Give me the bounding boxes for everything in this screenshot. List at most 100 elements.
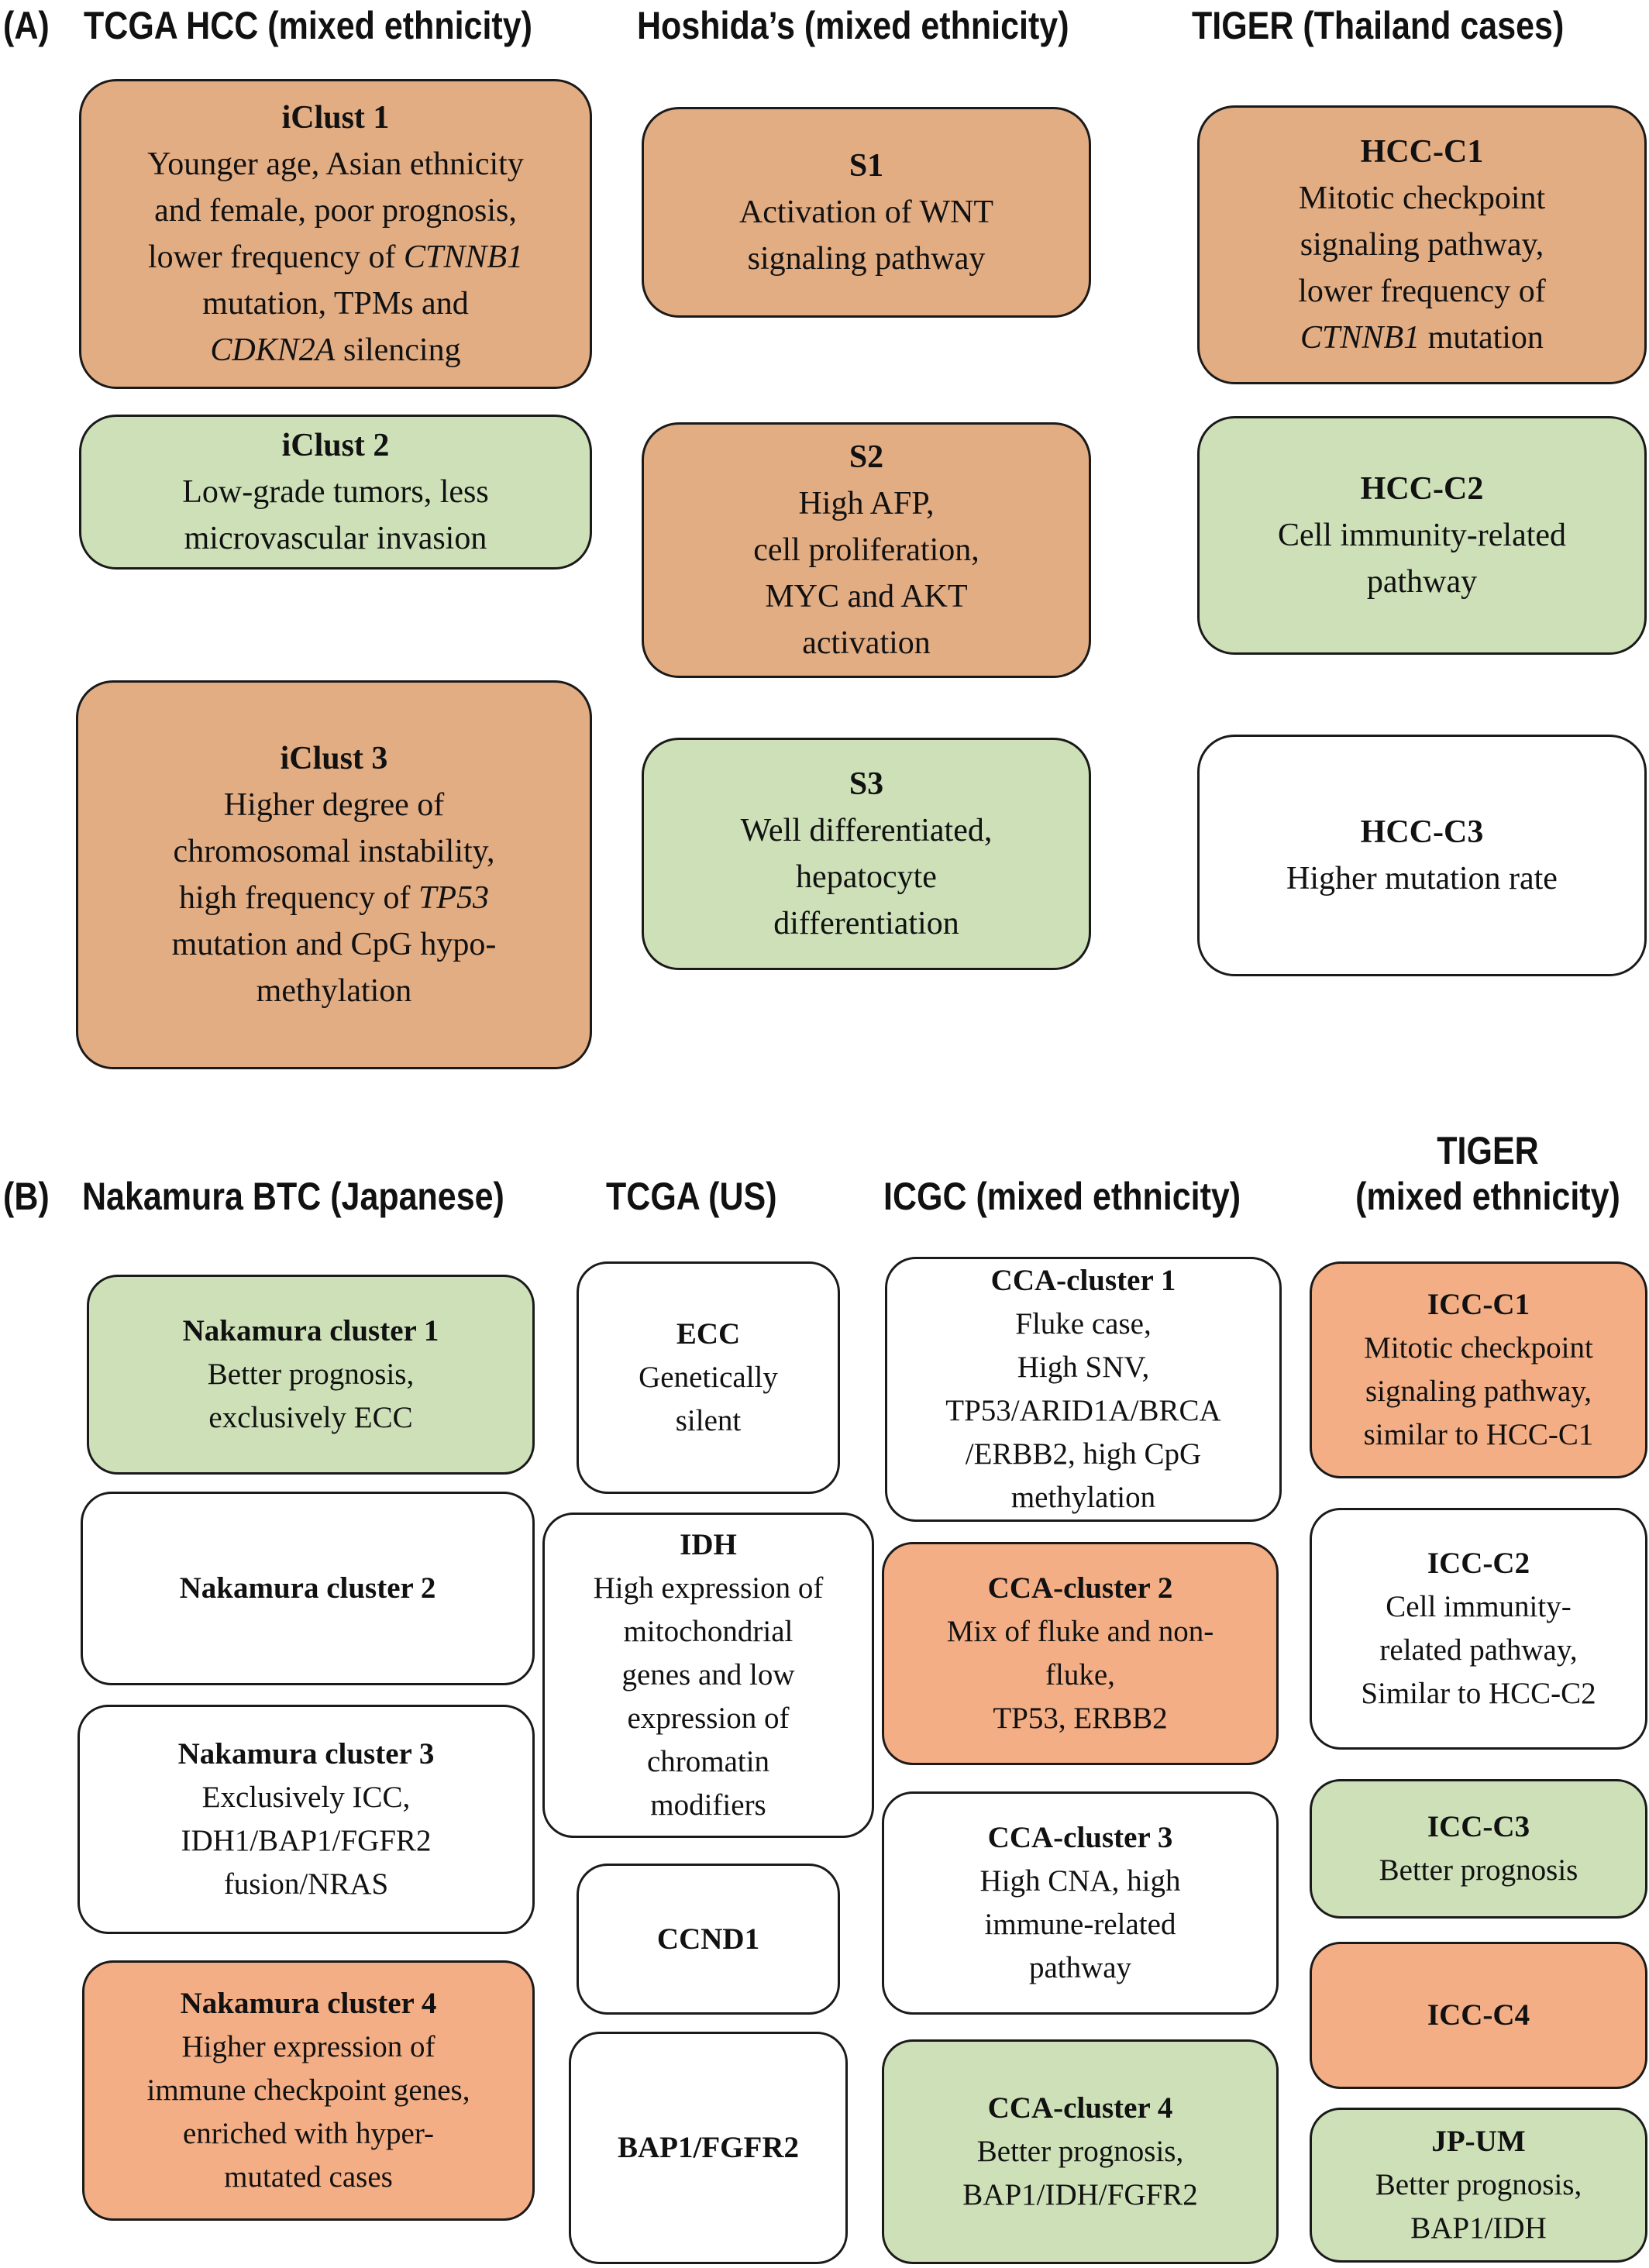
box-line: Low-grade tumors, less xyxy=(182,474,489,510)
box-title: ICC-C1 xyxy=(1427,1288,1530,1321)
box-line: genes and low xyxy=(621,1658,795,1692)
box-line: pathway xyxy=(1028,1951,1132,1984)
gene-name: CTNNB1 xyxy=(1300,320,1420,356)
box-line: Higher mutation rate xyxy=(1286,861,1558,897)
box-line: pathway xyxy=(1366,564,1478,600)
box-line: CDKN2A silencing xyxy=(210,332,461,368)
box-title: CCA-cluster 2 xyxy=(987,1571,1173,1605)
box-line: fluke, xyxy=(1045,1658,1115,1692)
box-line: and female, poor prognosis, xyxy=(154,193,517,229)
box-line: Genetically xyxy=(639,1361,778,1394)
box-title: BAP1/FGFR2 xyxy=(618,2131,799,2164)
box-line: Mitotic checkpoint xyxy=(1364,1331,1593,1365)
box-title: CCND1 xyxy=(656,1922,760,1956)
gene-name: CDKN2A xyxy=(210,332,336,368)
box-title: S2 xyxy=(849,439,884,475)
box-line: modifiers xyxy=(650,1788,766,1822)
box-line: lower frequency of CTNNB1 xyxy=(147,239,524,275)
box-line: Mitotic checkpoint xyxy=(1298,181,1546,216)
box-line: expression of xyxy=(627,1702,790,1735)
box-line: silent xyxy=(675,1404,742,1437)
ccnd1-box: CCND1 xyxy=(577,1864,840,2015)
box-line: chromosomal instability, xyxy=(173,834,495,869)
nakamura-cluster-2-box: Nakamura cluster 2 xyxy=(81,1492,535,1685)
box-line: signaling pathway, xyxy=(1300,227,1544,263)
box-title: JP-UM xyxy=(1431,2125,1526,2158)
nakamura-cluster-4-box: Nakamura cluster 4 Higher expression of im… xyxy=(82,1960,535,2221)
panel-b-heading-tiger: TIGER xyxy=(1437,1129,1539,1172)
box-line: immune checkpoint genes, xyxy=(146,2074,470,2107)
box-line: High CNA, high xyxy=(979,1864,1181,1898)
box-line: mutated cases xyxy=(224,2160,393,2194)
box-line: Higher degree of xyxy=(223,787,445,823)
panel-b-heading-nakamura: Nakamura BTC (Japanese) xyxy=(82,1175,504,1218)
box-line: methylation xyxy=(256,973,412,1009)
box-title: ICC-C2 xyxy=(1427,1547,1530,1580)
box-title: HCC-C2 xyxy=(1360,471,1484,507)
box-line: signaling pathway, xyxy=(1365,1375,1592,1408)
box-line: Cell immunity-related xyxy=(1277,518,1567,553)
box-line: immune-related xyxy=(984,1908,1176,1941)
box-line: High expression of xyxy=(593,1571,824,1605)
box-title: iClust 1 xyxy=(281,100,390,136)
box-line: Younger age, Asian ethnicity xyxy=(147,146,524,182)
panel-a-heading-tcga-hcc: TCGA HCC (mixed ethnicity) xyxy=(84,4,532,47)
box-line: enriched with hyper- xyxy=(182,2117,435,2150)
box-line: BAP1/IDH xyxy=(1410,2211,1547,2245)
box-line: similar to HCC-C1 xyxy=(1363,1418,1594,1451)
gene-name: CTNNB1 xyxy=(403,239,524,275)
box-line: IDH1/BAP1/FGFR2 xyxy=(181,1824,432,1857)
box-line: Mix of fluke and non- xyxy=(946,1615,1214,1648)
box-title: HCC-C1 xyxy=(1360,134,1484,170)
box-line: Well differentiated, xyxy=(740,813,993,848)
icc-c4-box: ICC-C4 xyxy=(1310,1942,1647,2089)
box-line: activation xyxy=(802,625,931,661)
box-line: Better prognosis xyxy=(1379,1853,1578,1887)
box-line: High AFP, xyxy=(798,486,935,521)
box-title: CCA-cluster 1 xyxy=(990,1264,1176,1297)
box-title: ICC-C3 xyxy=(1427,1810,1530,1843)
panel-a-heading-hoshida: Hoshida’s (mixed ethnicity) xyxy=(637,4,1069,47)
box-line: hepatocyte xyxy=(796,859,937,895)
box-line: Better prognosis, xyxy=(1375,2168,1582,2201)
cca-cluster-2-box: CCA-cluster 2 Mix of fluke and non-fluke,… xyxy=(882,1542,1279,1765)
panel-b-heading-icgc: ICGC (mixed ethnicity) xyxy=(883,1175,1241,1218)
box-line: Cell immunity- xyxy=(1386,1590,1572,1623)
panel-a-heading-tiger-thailand: TIGER (Thailand cases) xyxy=(1192,4,1565,47)
box-line: cell proliferation, xyxy=(753,532,979,568)
box-line: BAP1/IDH/FGFR2 xyxy=(962,2178,1198,2211)
box-line: signaling pathway xyxy=(747,241,986,277)
box-line: Better prognosis, xyxy=(976,2135,1184,2168)
box-title: Nakamura cluster 4 xyxy=(180,1987,437,2020)
box-line: related pathway, xyxy=(1379,1633,1578,1667)
box-line: Higher expression of xyxy=(181,2030,435,2063)
box-title: S1 xyxy=(849,148,884,184)
panel-a-label: (A) xyxy=(3,4,50,47)
box-line: Better prognosis, xyxy=(207,1358,415,1391)
box-line: High SNV, xyxy=(1017,1351,1150,1384)
box-line: mutation, TPMs and xyxy=(202,286,469,322)
gene-name: TP53 xyxy=(418,880,490,916)
box-title: Nakamura cluster 1 xyxy=(182,1314,439,1347)
box-line: MYC and AKT xyxy=(765,579,968,614)
box-line: TP53/ARID1A/BRCA xyxy=(945,1394,1221,1427)
box-line: methylation xyxy=(1010,1481,1156,1514)
box-line: mutation and CpG hypo- xyxy=(171,927,497,962)
box-line: Activation of WNT xyxy=(738,194,994,230)
panel-b-heading-tiger-ethnicity: (mixed ethnicity) xyxy=(1355,1175,1620,1218)
box-title: Nakamura cluster 2 xyxy=(179,1571,436,1605)
